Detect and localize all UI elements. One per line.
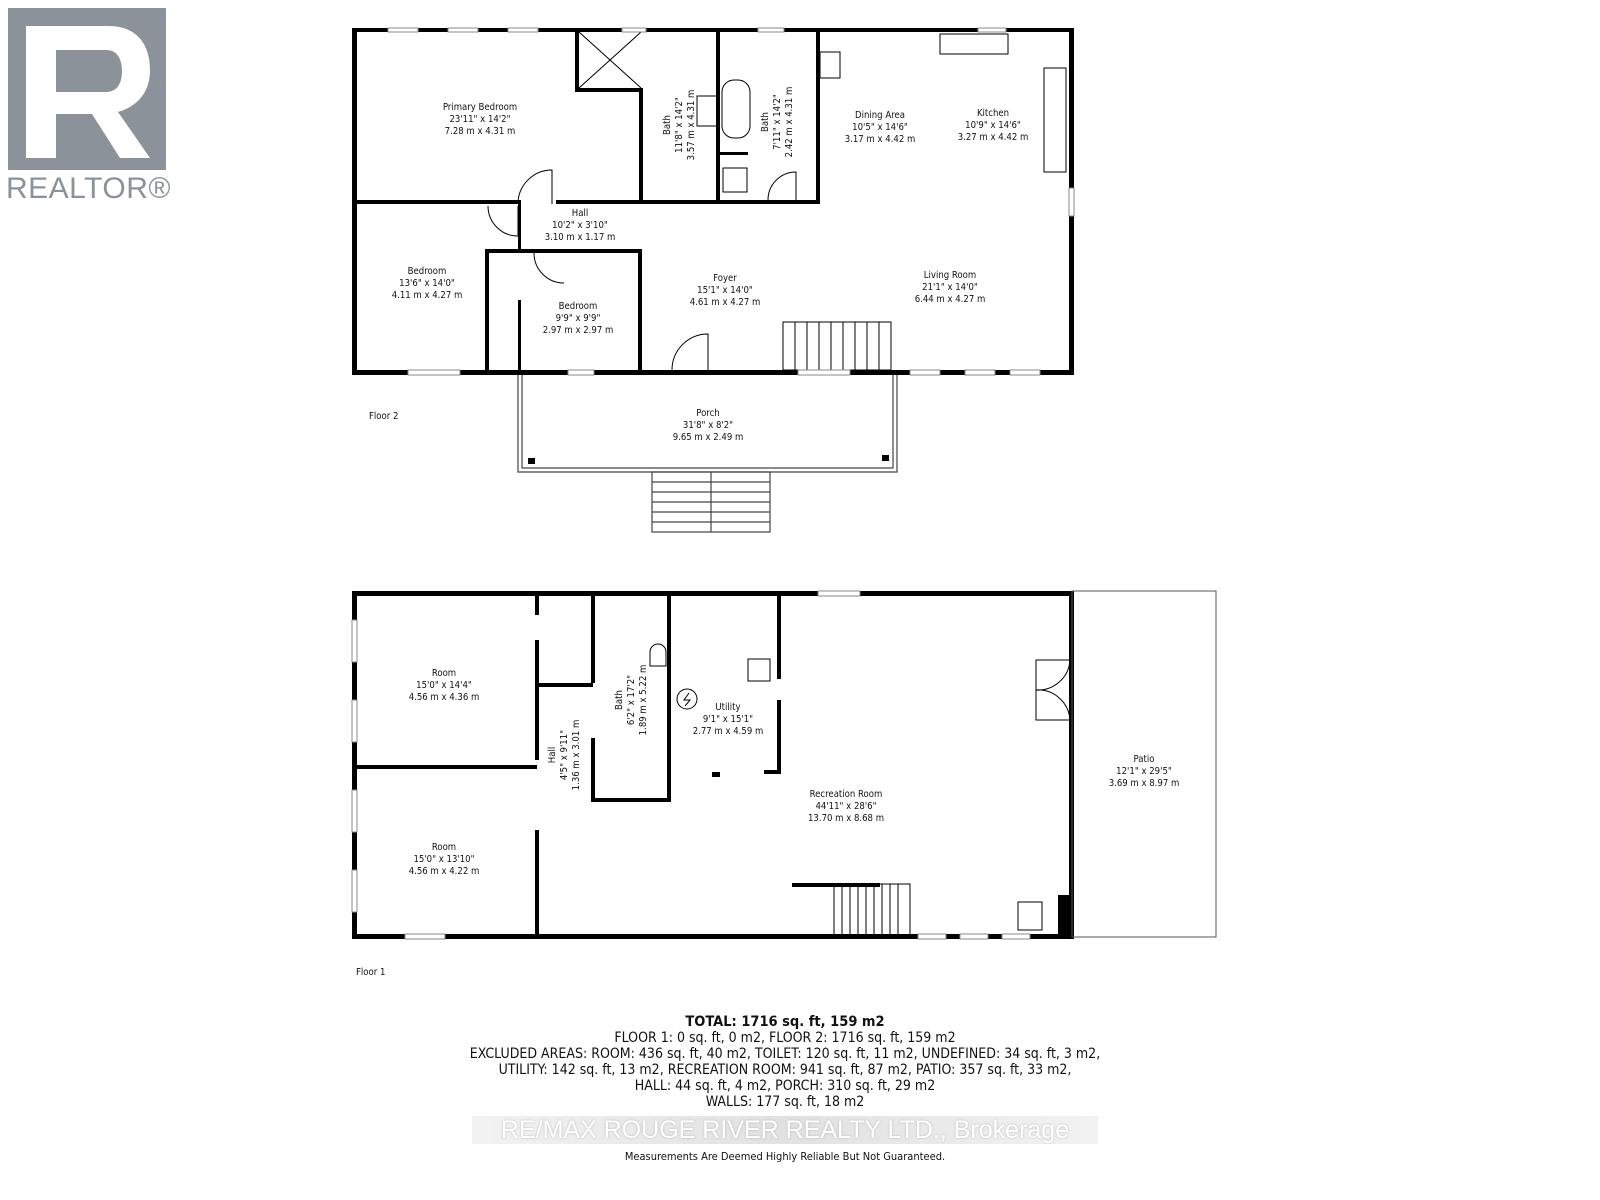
room-dim-imperial: 10'2" x 3'10" <box>552 220 608 231</box>
room-dim-imperial: 12'1" x 29'5" <box>1116 766 1172 777</box>
room-dim-imperial: 23'11" x 14'2" <box>449 114 511 125</box>
room-dim-imperial: 21'1" x 14'0" <box>922 282 978 293</box>
realtor-wordmark: REALTOR® <box>6 172 171 206</box>
room-dim-metric: 3.27 m x 4.42 m <box>957 132 1029 143</box>
room-dim-imperial: 13'6" x 14'0" <box>399 278 455 289</box>
floor-1-fixtures <box>649 590 1217 938</box>
room-dim-imperial: 11'8" x 14'2" <box>674 97 685 153</box>
room-name: Bedroom <box>407 266 447 277</box>
room-name: Room <box>431 668 457 679</box>
room-dim-metric: 2.42 m x 4.31 m <box>784 86 795 158</box>
room-dim-metric: 3.57 m x 4.31 m <box>686 89 697 161</box>
room-dim-metric: 2.77 m x 4.59 m <box>692 726 764 737</box>
floor-2-label: Floor 2 <box>369 411 399 422</box>
room-name: Foyer <box>713 273 737 284</box>
room-dim-metric: 3.17 m x 4.42 m <box>844 134 916 145</box>
total-area: TOTAL: 1716 sq. ft, 159 m2 <box>685 1014 885 1030</box>
room-dim-metric: 1.89 m x 5.22 m <box>638 664 649 736</box>
windows <box>351 27 1075 940</box>
room-dim-imperial: 15'0" x 14'4" <box>416 680 472 691</box>
room-dim-metric: 2.97 m x 2.97 m <box>542 325 614 336</box>
summary-line: FLOOR 1: 0 sq. ft, 0 m2, FLOOR 2: 1716 s… <box>614 1030 956 1046</box>
room-dim-metric: 4.61 m x 4.27 m <box>689 297 761 308</box>
area-summary: TOTAL: 1716 sq. ft, 159 m2 FLOOR 1: 0 sq… <box>0 1014 1570 1110</box>
room-name: Room <box>431 842 457 853</box>
room-dim-metric: 6.44 m x 4.27 m <box>914 294 986 305</box>
room-name: Kitchen <box>976 108 1010 119</box>
room-dim-imperial: 10'5" x 14'6" <box>852 122 908 133</box>
floor-2-fixtures <box>487 31 1067 371</box>
room-dim-imperial: 4'5" x 9'11" <box>559 729 570 781</box>
room-dim-metric: 13.70 m x 8.68 m <box>807 813 885 824</box>
room-dim-metric: 4.56 m x 4.36 m <box>408 692 480 703</box>
disclaimer: Measurements Are Deemed Highly Reliable … <box>624 1150 946 1163</box>
room-name: Dining Area <box>855 110 905 121</box>
room-name: Bath <box>760 112 771 132</box>
room-name: Bedroom <box>558 301 598 312</box>
room-dim-metric: 3.10 m x 1.17 m <box>544 232 616 243</box>
room-dim-imperial: 6'2" x 17'2" <box>626 674 637 726</box>
room-name: Hall <box>547 746 558 764</box>
room-name: Patio <box>1133 754 1155 765</box>
room-dim-metric: 7.28 m x 4.31 m <box>444 126 516 137</box>
realtor-r-icon <box>26 26 150 158</box>
room-dim-imperial: 9'1" x 15'1" <box>702 714 754 725</box>
floor-1-walls <box>352 591 1074 939</box>
room-dim-metric: 9.65 m x 2.49 m <box>672 432 744 443</box>
room-name: Primary Bedroom <box>442 102 518 113</box>
room-dim-metric: 4.56 m x 4.22 m <box>408 866 480 877</box>
room-name: Living Room <box>923 270 977 281</box>
room-name: Utility <box>715 702 741 713</box>
floor-1-label: Floor 1 <box>356 967 386 978</box>
room-name: Recreation Room <box>809 789 883 800</box>
brokerage-watermark: RE/MAX ROUGE RIVER REALTY LTD., Brokerag… <box>472 1116 1098 1144</box>
summary-line: HALL: 44 sq. ft, 4 m2, PORCH: 310 sq. ft… <box>634 1078 936 1094</box>
summary-line: UTILITY: 142 sq. ft, 13 m2, RECREATION R… <box>498 1062 1072 1078</box>
realtor-logo <box>8 8 166 170</box>
room-name: Bath <box>662 115 673 135</box>
floor-2-walls <box>352 28 1074 375</box>
room-name: Bath <box>614 690 625 710</box>
room-dim-imperial: 31'8" x 8'2" <box>682 420 734 431</box>
room-dim-imperial: 15'1" x 14'0" <box>697 285 753 296</box>
room-dim-metric: 3.69 m x 8.97 m <box>1108 778 1180 789</box>
room-name: Porch <box>696 408 720 419</box>
room-dim-imperial: 15'0" x 13'10" <box>413 854 475 865</box>
room-dim-imperial: 7'11" x 14'2" <box>772 94 783 150</box>
summary-line: WALLS: 177 sq. ft, 18 m2 <box>705 1094 865 1110</box>
summary-line: EXCLUDED AREAS: ROOM: 436 sq. ft, 40 m2,… <box>469 1046 1101 1062</box>
porch-outline <box>517 375 898 533</box>
room-dim-imperial: 44'11" x 28'6" <box>815 801 877 812</box>
room-dim-metric: 1.36 m x 3.01 m <box>571 719 582 791</box>
realtor-brand-text: REALTOR® <box>6 172 172 205</box>
room-name: Hall <box>571 208 589 219</box>
room-dim-imperial: 10'9" x 14'6" <box>965 120 1021 131</box>
room-dim-imperial: 9'9" x 9'9" <box>555 313 601 324</box>
room-dim-metric: 4.11 m x 4.27 m <box>391 290 463 301</box>
